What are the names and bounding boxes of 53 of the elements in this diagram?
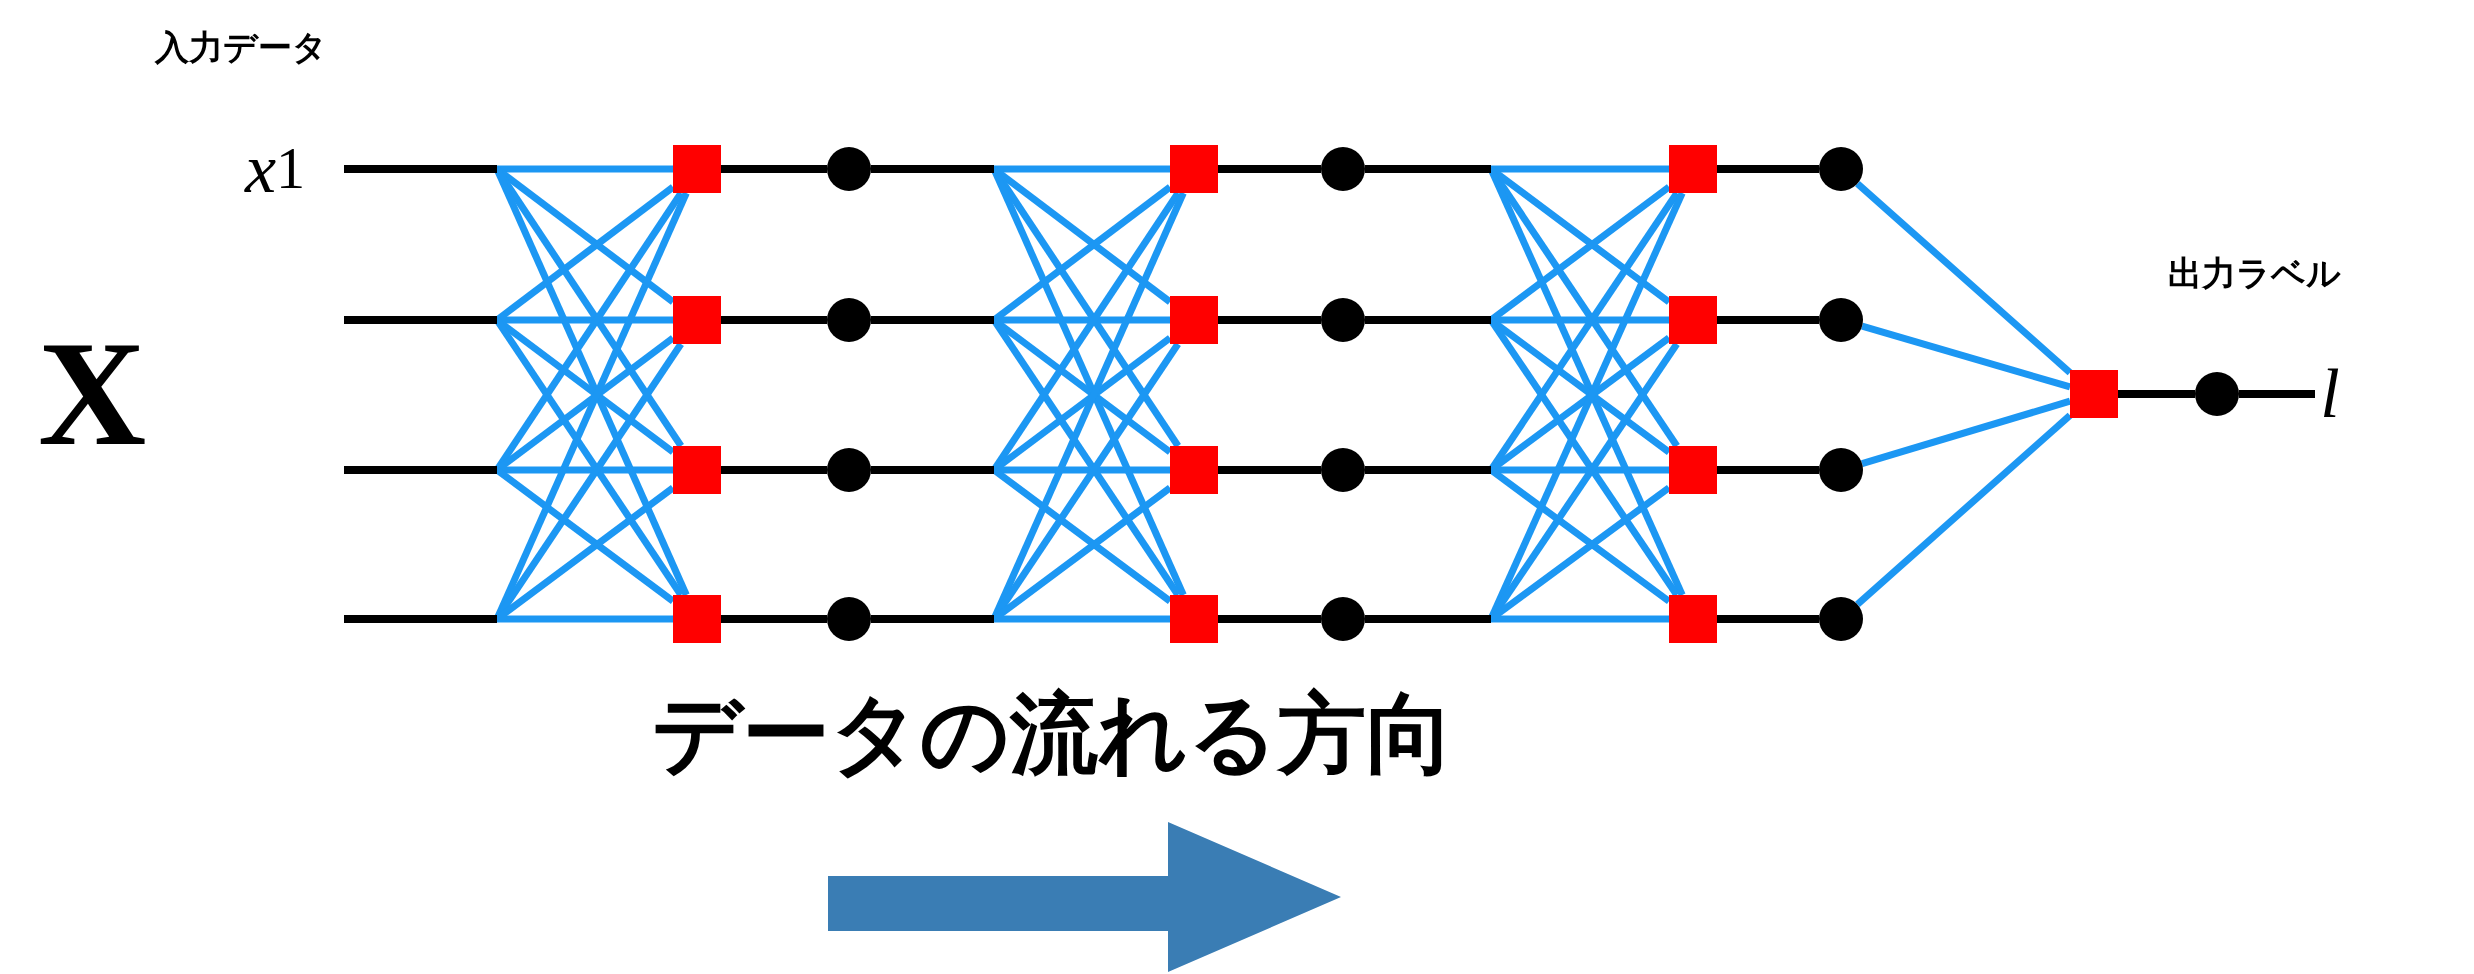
neuron-square bbox=[1669, 145, 1717, 193]
neuron-dot bbox=[827, 597, 871, 641]
heading-label: 出力ラベル bbox=[2168, 256, 2341, 290]
connection-line bbox=[1717, 615, 1819, 623]
connection-line bbox=[1218, 165, 1321, 173]
connection-line bbox=[1218, 466, 1321, 474]
neuron-square bbox=[1170, 595, 1218, 643]
neuron-square bbox=[1669, 296, 1717, 344]
neuron-square bbox=[673, 145, 721, 193]
connection-line bbox=[721, 316, 827, 324]
connection-line bbox=[1218, 316, 1321, 324]
connection-line bbox=[1218, 615, 1321, 623]
neuron-dot bbox=[1819, 147, 1863, 191]
neuron-dot bbox=[1819, 448, 1863, 492]
connection-line bbox=[497, 615, 673, 623]
neuron-square bbox=[673, 446, 721, 494]
neuron-square bbox=[1170, 446, 1218, 494]
neuron-square bbox=[673, 296, 721, 344]
connection-line bbox=[721, 466, 827, 474]
connection-line bbox=[721, 615, 827, 623]
connection-line bbox=[721, 165, 827, 173]
connection-line bbox=[497, 165, 673, 173]
matrix-symbol: X bbox=[38, 318, 147, 468]
connection-line bbox=[1717, 466, 1819, 474]
connection-line bbox=[1855, 181, 2073, 376]
connection-line bbox=[994, 165, 1170, 173]
neuron-square bbox=[1170, 296, 1218, 344]
connection-line bbox=[2118, 390, 2195, 398]
neuron-dot bbox=[1819, 597, 1863, 641]
neuron-square bbox=[673, 595, 721, 643]
neuron-square bbox=[1170, 145, 1218, 193]
connection-line bbox=[1861, 322, 2071, 391]
neuron-dot bbox=[827, 147, 871, 191]
neuron-square bbox=[2070, 370, 2118, 418]
neuron-dot bbox=[1321, 448, 1365, 492]
neuron-dot bbox=[1321, 147, 1365, 191]
heading-label: 入力データ bbox=[155, 30, 327, 64]
neuron-dot bbox=[1819, 298, 1863, 342]
variable-label: l bbox=[2305, 349, 2355, 439]
connection-line bbox=[1491, 615, 1669, 623]
connection-line bbox=[1491, 165, 1669, 173]
neuron-dot bbox=[1321, 298, 1365, 342]
neuron-dot bbox=[1321, 597, 1365, 641]
connection-line bbox=[994, 615, 1170, 623]
connection-line bbox=[1717, 316, 1819, 324]
neuron-dot bbox=[827, 448, 871, 492]
connection-line bbox=[1855, 412, 2073, 607]
connection-line bbox=[1861, 397, 2071, 468]
neuron-square bbox=[1669, 595, 1717, 643]
connection-line bbox=[1717, 165, 1819, 173]
neuron-dot bbox=[2195, 372, 2239, 416]
neuron-dot bbox=[827, 298, 871, 342]
neuron-square bbox=[1669, 446, 1717, 494]
